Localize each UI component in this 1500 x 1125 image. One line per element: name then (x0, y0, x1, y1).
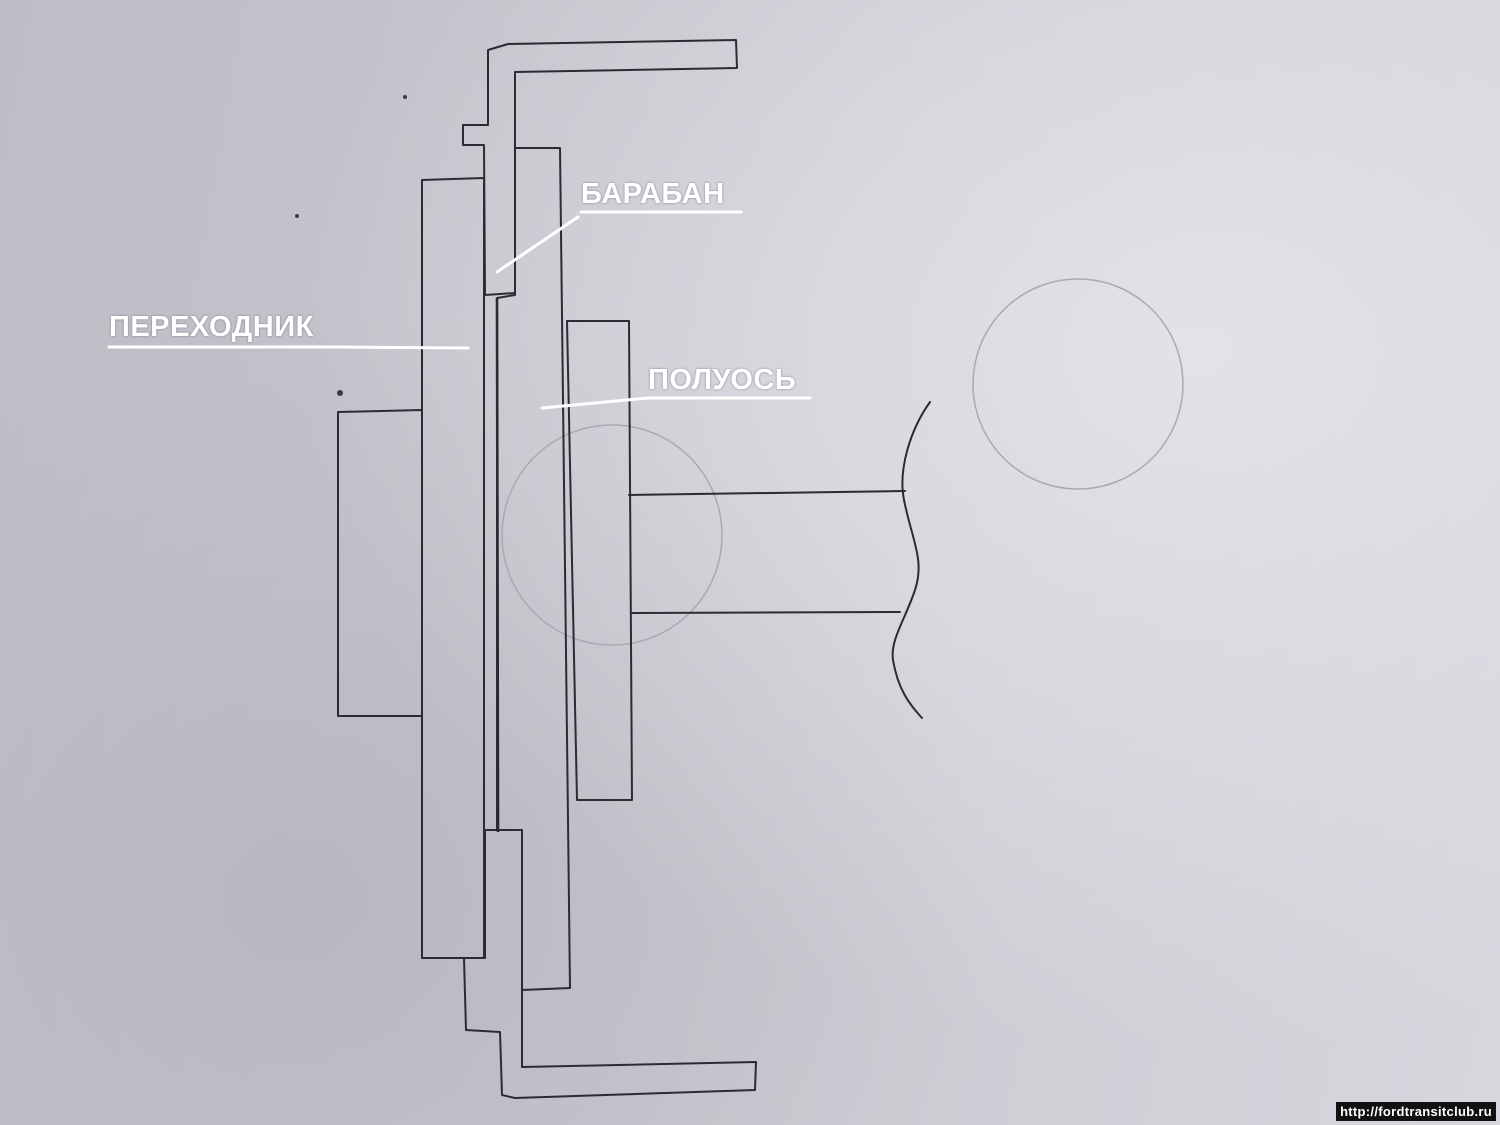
leader-poluos (540, 396, 650, 410)
adapter-plate (421, 177, 485, 959)
label-semi-axle: ПОЛУОСЬ (648, 364, 797, 396)
leader-baraban (495, 215, 580, 274)
pencil-dot (295, 214, 299, 218)
axle-shaft (628, 490, 906, 614)
axle-flange (496, 147, 571, 991)
erased-circle-right (972, 278, 1184, 490)
axle-break-line (891, 401, 931, 719)
axle-hub (566, 320, 633, 801)
label-drum: БАРАБАН (581, 178, 725, 210)
watermark-url: http://fordtransitclub.ru (1336, 1102, 1496, 1121)
leader-perekhodnik (336, 345, 470, 350)
pencil-dot (337, 390, 343, 396)
drum-outline (462, 39, 738, 296)
drum-outline-lower (463, 829, 757, 1099)
erased-circle-center (501, 424, 723, 646)
adapter-hub (337, 409, 423, 717)
pencil-dot (403, 95, 407, 99)
label-adapter: ПЕРЕХОДНИК (109, 311, 314, 343)
